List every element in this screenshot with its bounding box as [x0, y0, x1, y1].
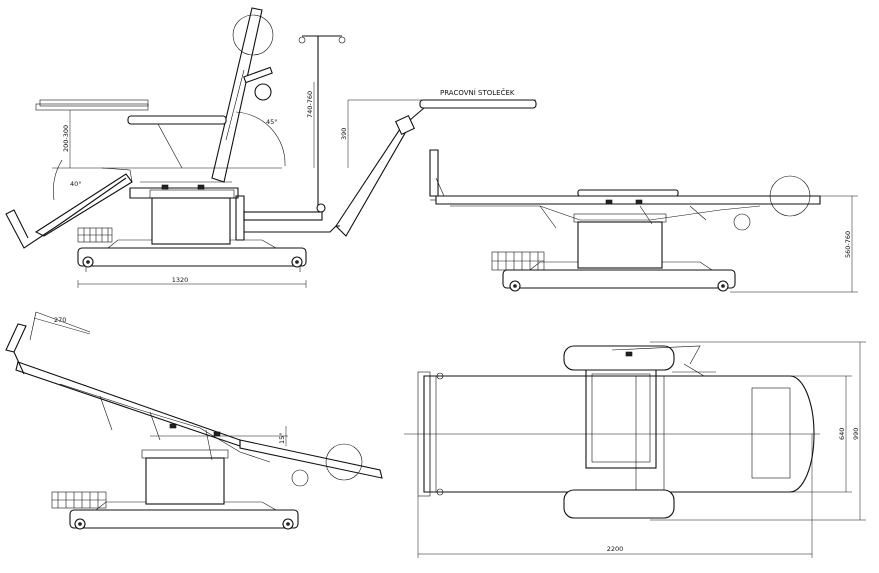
angle-text-45: 45°	[266, 118, 278, 126]
seat-frame	[129, 187, 239, 199]
dim-text-200-300: 200-300	[62, 125, 70, 152]
dim-text-640: 640	[838, 428, 846, 440]
label-work-table: PRACOVNÍ STOLEČEK	[440, 88, 515, 97]
dim-text-2200: 2200	[607, 545, 624, 553]
dim-text-1320: 1320	[172, 276, 189, 284]
legrest	[34, 173, 133, 237]
backrest	[211, 7, 263, 183]
headrest-flat	[429, 149, 439, 197]
dimension-640	[790, 375, 852, 493]
dimension-990	[650, 341, 866, 521]
dimension-560-760	[730, 195, 858, 293]
side-view-reclined	[5, 311, 383, 530]
tabletop-flat	[435, 195, 821, 205]
base-frame-flat	[502, 269, 736, 289]
base-frame-reclined	[69, 509, 299, 529]
side-view-seated	[5, 7, 537, 288]
side-view-flat	[429, 149, 858, 293]
foot-panel	[751, 387, 791, 479]
headrest-arc	[232, 14, 274, 56]
lift-column	[151, 197, 231, 245]
armrest-top-view-lower	[563, 489, 675, 519]
side-table-base	[243, 211, 323, 221]
armrest	[127, 115, 227, 125]
top-view	[404, 341, 866, 558]
dim-text-740-760: 740-760	[306, 91, 314, 118]
dim-text-990: 990	[852, 428, 860, 440]
side-table-arm	[335, 125, 409, 237]
armrest-alt-position	[39, 99, 149, 107]
lift-column-flat	[577, 221, 663, 269]
dim-text-270: 270	[54, 316, 66, 324]
armrest-top-view-upper	[563, 345, 675, 371]
dim-text-390: 390	[340, 128, 348, 140]
legrest-reclined	[239, 439, 383, 479]
dimension-2200	[417, 434, 813, 558]
headrest-reclined	[5, 323, 27, 353]
lift-column-reclined	[145, 457, 225, 505]
angle-arc-backrest	[235, 111, 286, 167]
dimension-270	[33, 317, 91, 335]
seat-top-view	[585, 367, 657, 469]
angle-text-15: 15°	[278, 432, 286, 444]
base-frame	[77, 247, 307, 267]
dimension-1320	[77, 280, 307, 288]
tabletop-top-view	[423, 375, 815, 493]
dim-text-560-760: 560-760	[844, 231, 852, 258]
angle-text-40: 40°	[70, 180, 82, 188]
work-table	[419, 99, 537, 109]
